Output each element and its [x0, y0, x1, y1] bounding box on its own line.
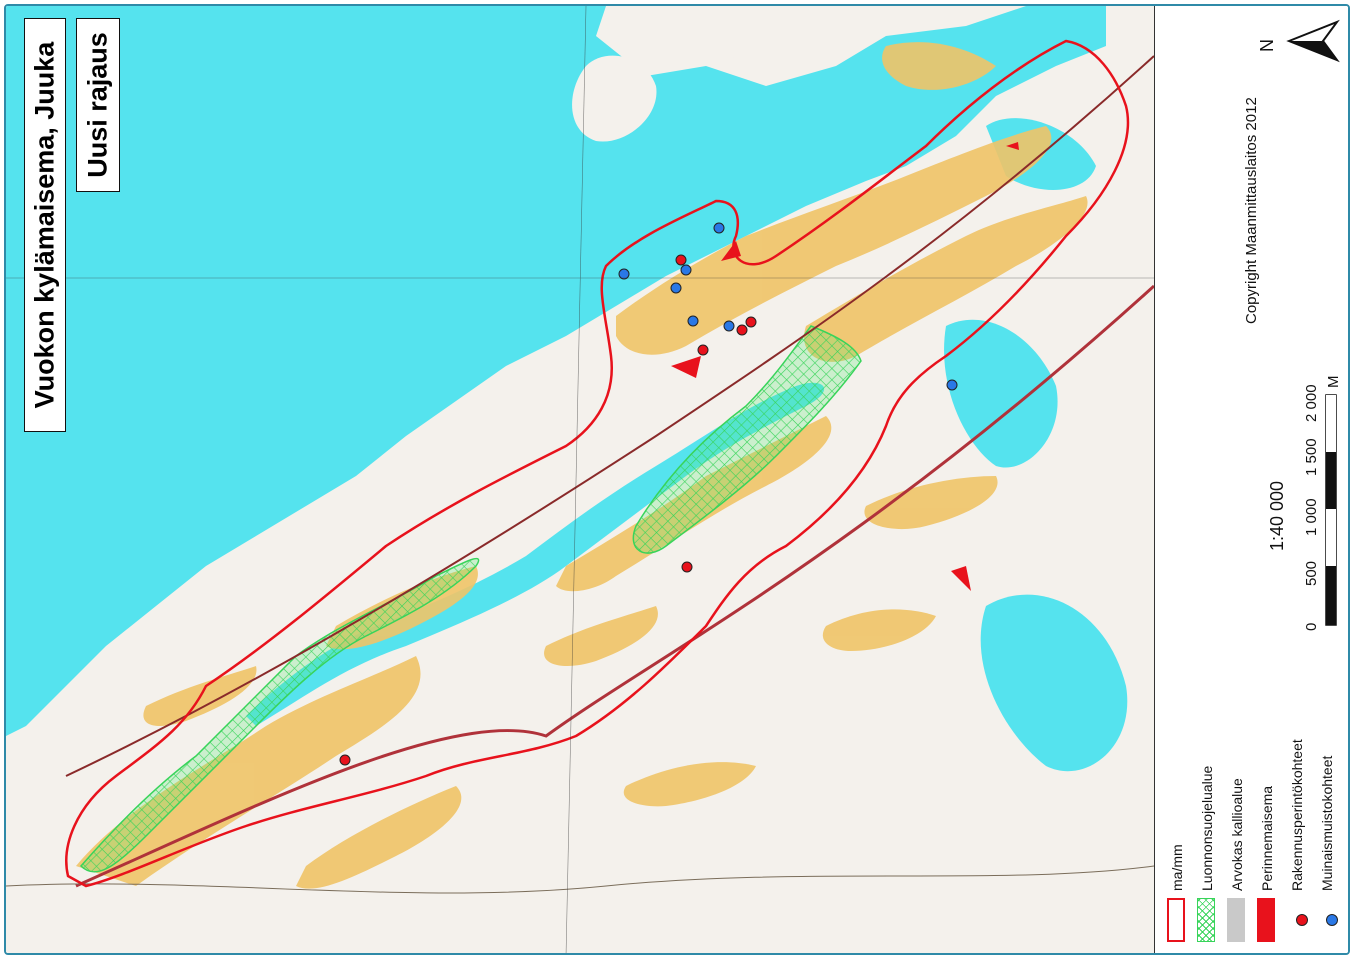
scale-unit: M [1325, 375, 1342, 389]
legend-label-building-heritage: Rakennusperintökohteet [1289, 739, 1305, 891]
scale-ratio: 1:40 000 [1267, 480, 1287, 551]
island [572, 55, 657, 142]
scale-tick-500: 500 [1303, 560, 1320, 586]
building-heritage-sites[interactable] [339, 254, 757, 766]
island-2 [701, 22, 742, 61]
red-outline-box-icon [1167, 898, 1185, 942]
ancient-monument-sites[interactable] [618, 222, 958, 391]
map-subtitle: Uusi rajaus [82, 32, 113, 178]
traditional-landscape-areas[interactable] [671, 142, 1019, 591]
map-frame: Vuokon kylämaisema, Juuka Uusi rajaus N … [4, 4, 1350, 955]
topographic-map[interactable] [6, 6, 1154, 955]
scale-tick-0: 0 [1303, 622, 1320, 631]
legend-label-rock: Arvokas kallioalue [1229, 778, 1245, 891]
red-dot-icon [1296, 914, 1308, 926]
legend-label-traditional: Perinnemaisema [1259, 785, 1275, 891]
scale-bar [1325, 394, 1337, 626]
green-hatch-box-icon [1197, 898, 1215, 942]
roads [6, 55, 1154, 894]
map-title: Vuokon kylämaisema, Juuka [29, 41, 60, 409]
lake-right [944, 319, 1058, 468]
legend-label-boundary: ma/mm [1169, 844, 1185, 891]
red-fill-box-icon [1257, 898, 1275, 942]
copyright: Copyright Maanmittauslaitos 2012 [1243, 97, 1260, 324]
grey-box-icon [1227, 898, 1245, 942]
study-area-boundary[interactable] [65, 39, 1130, 888]
title-box: Vuokon kylämaisema, Juuka [24, 18, 66, 432]
scale-tick-2000: 2 000 [1303, 384, 1320, 422]
subtitle-box: Uusi rajaus [76, 18, 120, 192]
lake-main [6, 6, 1106, 736]
scale-tick-1000: 1 000 [1303, 498, 1320, 536]
map-grid [6, 6, 1154, 953]
legend-panel: N Copyright Maanmittauslaitos 2012 1:40 … [1154, 6, 1348, 953]
conservation-area-east[interactable] [632, 325, 862, 554]
north-arrow-icon [1286, 19, 1340, 63]
blue-dot-icon [1326, 914, 1338, 926]
north-label: N [1257, 39, 1277, 52]
legend-label-conservation: Luonnonsuojelualue [1199, 765, 1215, 891]
conservation-area-west[interactable] [79, 557, 480, 873]
legend-label-ancient: Muinaismuistokohteet [1319, 755, 1335, 891]
scale-tick-1500: 1 500 [1303, 438, 1320, 476]
lake-lower-right [980, 594, 1128, 772]
